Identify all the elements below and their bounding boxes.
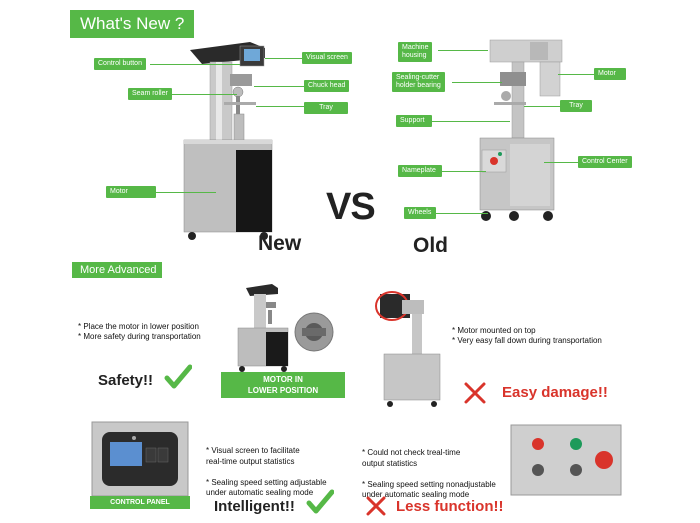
new-machine-thumb — [232, 284, 296, 374]
old-safety-bullet-2: * Very easy fall down during transportat… — [452, 336, 602, 346]
intelligent-verdict: Intelligent!! — [214, 498, 295, 515]
label-motor-new: Motor — [106, 186, 156, 199]
motor-lower-caption: MOTOR IN LOWER POSITION — [221, 372, 345, 398]
less-function-verdict: Less function!! — [396, 498, 504, 515]
new-title: New — [258, 232, 302, 255]
label-tray-new: Tray — [304, 102, 348, 115]
old-control-thumb — [510, 424, 622, 496]
old-control-bullet-1: * Could not check treal-time output stat… — [362, 448, 461, 468]
new-control-bullet-1: * Visual screen to facilitate real-time … — [206, 446, 300, 466]
label-motor-old: Motor — [594, 68, 626, 81]
vs-text: VS — [326, 186, 376, 228]
old-machine-thumb — [372, 290, 444, 408]
label-support: Support — [396, 115, 432, 128]
label-visual-screen: Visual screen — [302, 52, 352, 65]
new-safety-bullets: * Place the motor in lower position * Mo… — [78, 322, 201, 343]
check-icon-safety — [164, 364, 192, 390]
old-control-bullet-2: * Sealing speed setting nonadjustable un… — [362, 479, 496, 499]
label-tray-old: Tray — [560, 100, 592, 113]
new-safety-bullet-2: * More safety during transportation — [78, 332, 201, 342]
label-control-button: Control button — [94, 58, 146, 71]
motor-closeup-icon — [294, 312, 334, 352]
label-nameplate: Nameplate — [398, 165, 442, 178]
label-control-center: Control Center — [578, 156, 632, 169]
safety-verdict: Safety!! — [98, 372, 154, 389]
old-title: Old — [413, 234, 448, 257]
old-control-bullets: * Could not check treal-time output stat… — [362, 438, 496, 511]
control-panel-caption: CONTROL PANEL — [90, 496, 190, 509]
control-panel-thumb — [90, 420, 190, 498]
new-machine-illustration — [180, 40, 290, 245]
old-safety-bullets: * Motor mounted on top * Very easy fall … — [452, 326, 602, 347]
label-sealing-cutter: Sealing-cutter holder bearing — [392, 72, 445, 93]
cross-icon-less — [364, 494, 388, 518]
new-control-bullet-2: * Sealing speed setting adjustable under… — [206, 477, 327, 497]
label-seam-roller: Seam roller — [128, 88, 172, 101]
old-safety-bullet-1: * Motor mounted on top — [452, 326, 536, 335]
check-icon-intelligent — [306, 489, 334, 515]
damage-verdict: Easy damage!! — [502, 384, 608, 401]
label-chuck-head: Chuck head — [304, 80, 350, 93]
new-safety-bullet-1: * Place the motor in lower position — [78, 322, 199, 331]
cross-icon-damage — [462, 380, 488, 406]
more-advanced-tag: More Advanced — [72, 262, 162, 278]
label-machine-housing: Machine housing — [398, 42, 433, 63]
new-control-bullets: * Visual screen to facilitate real-time … — [206, 436, 327, 509]
old-machine-illustration — [470, 38, 580, 228]
label-wheels: Wheels — [404, 207, 436, 220]
whats-new-tag: What's New ? — [70, 10, 194, 38]
